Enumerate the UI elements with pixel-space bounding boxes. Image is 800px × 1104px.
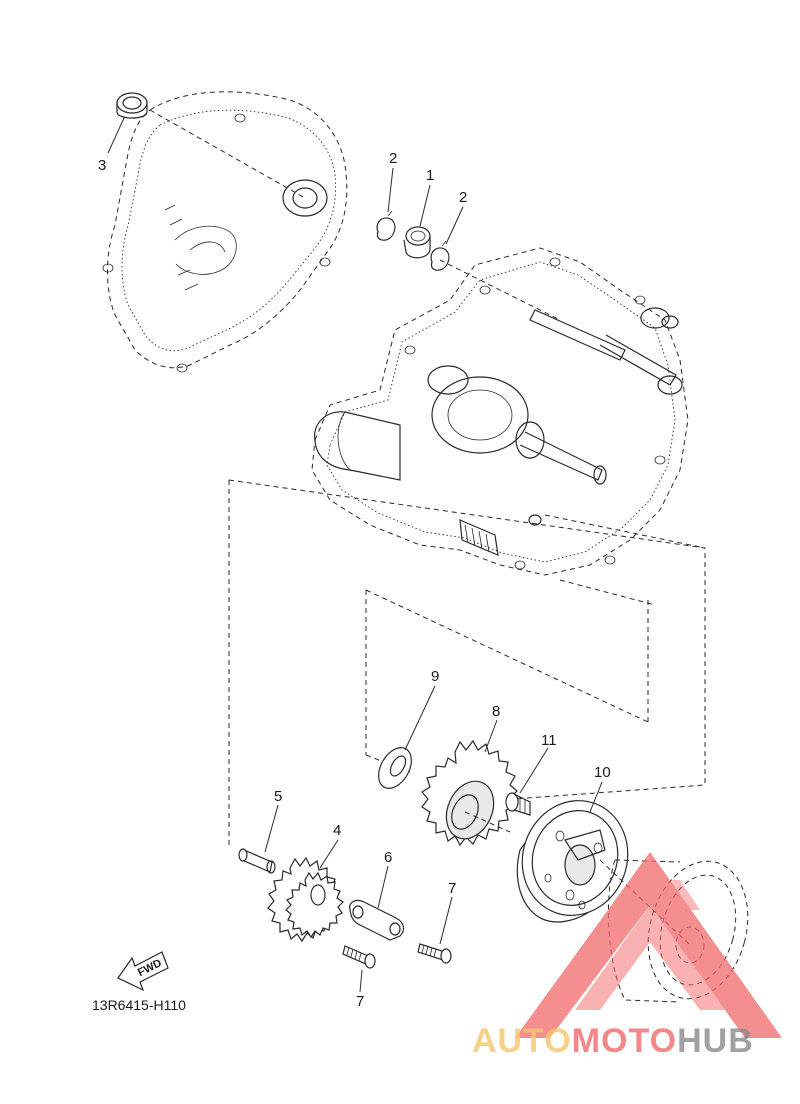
one-way-clutch-part-10 bbox=[516, 800, 629, 923]
diagram-code: 13R6415-H110 bbox=[92, 997, 186, 1013]
starter-gear-part-4 bbox=[267, 856, 344, 943]
circlip-part-2-left bbox=[376, 210, 396, 241]
plate-part-6 bbox=[349, 899, 405, 941]
callout-5: 5 bbox=[274, 788, 282, 805]
callout-8: 8 bbox=[492, 703, 500, 720]
engine-crankcase bbox=[311, 247, 689, 576]
shaft-part-5 bbox=[238, 848, 276, 874]
automotohub-logo bbox=[515, 852, 782, 1038]
crankcase-cover bbox=[102, 91, 348, 373]
washer-part-9 bbox=[378, 747, 412, 789]
callout-1: 1 bbox=[426, 167, 434, 184]
callout-3: 3 bbox=[98, 157, 106, 174]
callout-2-left: 2 bbox=[389, 150, 397, 167]
idler-gear-part-8 bbox=[421, 739, 518, 847]
callout-7-lower: 7 bbox=[356, 993, 364, 1010]
oil-seal-part-3 bbox=[116, 92, 148, 119]
watermark-auto: AUTO bbox=[472, 1022, 572, 1060]
callout-4: 4 bbox=[333, 822, 341, 839]
callout-10: 10 bbox=[594, 764, 611, 781]
callout-11: 11 bbox=[541, 732, 557, 749]
watermark-moto: MOTO bbox=[572, 1022, 677, 1060]
callout-9: 9 bbox=[431, 668, 439, 685]
bolt-part-7-right bbox=[417, 943, 452, 964]
pin-part-11 bbox=[505, 792, 531, 816]
bolt-part-7-lower bbox=[342, 945, 376, 969]
callout-2-right: 2 bbox=[459, 189, 467, 206]
callout-7-upper: 7 bbox=[448, 880, 456, 897]
watermark-hub: HUB bbox=[677, 1022, 754, 1060]
circlip-part-2-right bbox=[430, 240, 450, 271]
callout-6: 6 bbox=[384, 849, 392, 866]
assembly-frame-outer bbox=[228, 479, 706, 845]
watermark-text: AUTOMOTOHUB bbox=[472, 1022, 754, 1060]
collar-part-1 bbox=[403, 226, 431, 259]
fwd-arrow-icon: FWD bbox=[117, 951, 169, 992]
